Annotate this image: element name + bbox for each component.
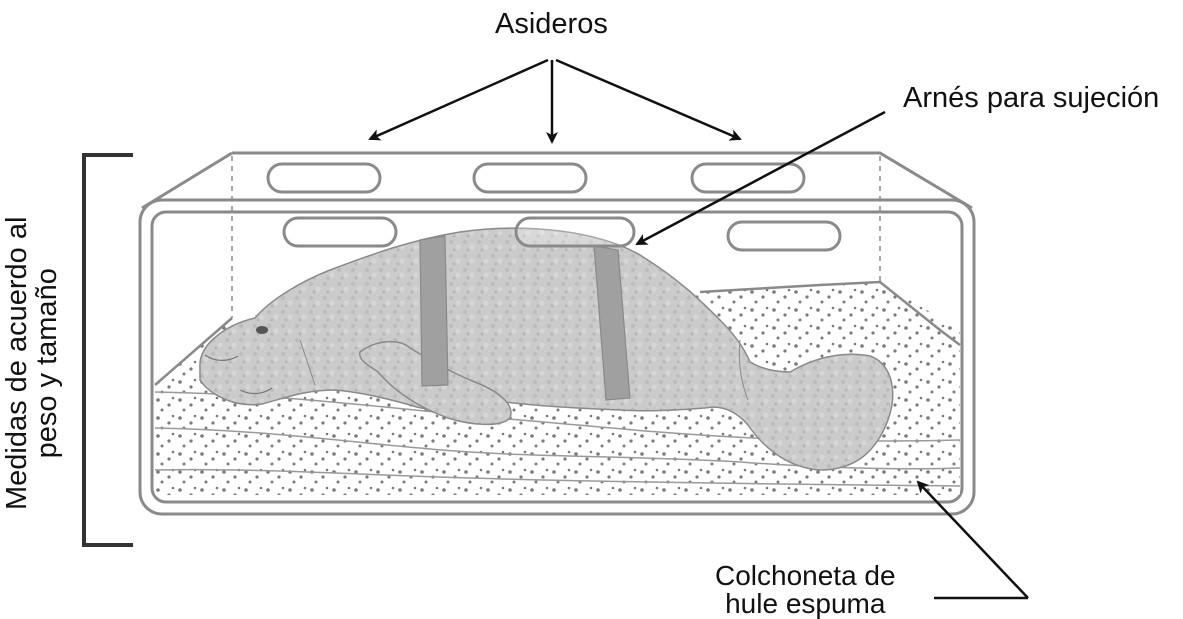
back-handles (268, 164, 804, 192)
dimension-bracket (84, 155, 133, 545)
foam-mat-label-line2: hule espuma (715, 590, 896, 618)
size-label-line1: Medidas de acuerdo al (2, 217, 32, 510)
handle-front-center (516, 218, 634, 246)
handle-back-center (474, 164, 586, 192)
handle-back-right (692, 164, 804, 192)
handle-arrows (370, 60, 740, 142)
arrow-handles-right (556, 60, 740, 139)
handle-front-left (284, 218, 396, 246)
arrow-handles-left (370, 60, 548, 139)
foam-mat-label: Colchoneta de hule espuma (715, 562, 896, 618)
size-label: Medidas de acuerdo al peso y tamaño (2, 217, 62, 510)
harness-label: Arnés para sujeción (903, 84, 1159, 113)
handles-label: Asideros (495, 10, 608, 39)
handle-back-left (268, 164, 380, 192)
foam-mat-label-line1: Colchoneta de (715, 562, 896, 590)
handle-front-right (728, 222, 840, 250)
size-label-line2: peso y tamaño (32, 217, 62, 510)
